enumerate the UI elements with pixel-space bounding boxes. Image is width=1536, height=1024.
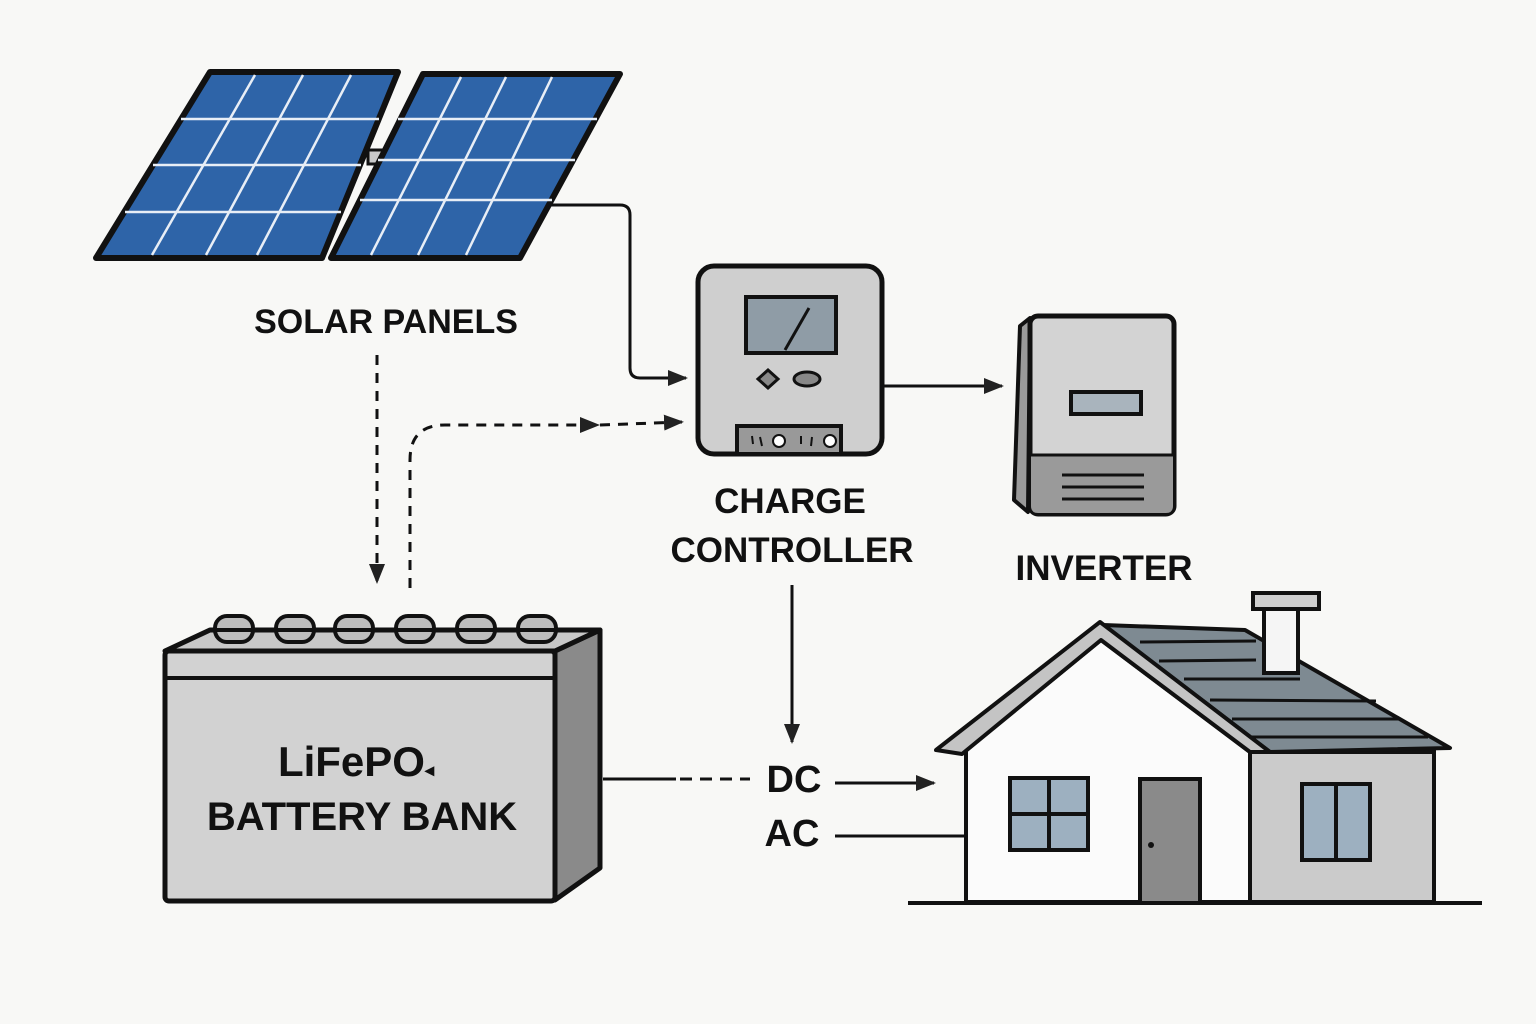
meter-screen <box>744 295 838 355</box>
door-knob <box>1148 842 1154 848</box>
battery-label-chemistry: LiFePO◂ <box>278 738 435 785</box>
gable-trim <box>934 620 1272 756</box>
dashed-battery-to-controller <box>408 417 600 588</box>
solar-panels-label: SOLAR PANELS <box>254 303 518 341</box>
chimney <box>1262 605 1300 675</box>
roof-shingles <box>1139 639 1428 739</box>
house <box>908 591 1482 905</box>
charge-controller <box>695 263 885 457</box>
solar-panel-right <box>328 71 623 261</box>
dashed-battery-to-controller-tail <box>599 414 684 431</box>
solar-panels <box>93 69 623 261</box>
chimney-cap <box>1251 591 1321 611</box>
house-window-right <box>1300 782 1372 862</box>
battery-bank <box>162 614 603 904</box>
house-door <box>1138 777 1202 905</box>
inverter-display <box>1069 390 1143 416</box>
wire-solar-to-controller <box>548 203 688 386</box>
inverter-label: INVERTER <box>1016 549 1193 588</box>
house-window-left <box>1008 776 1090 852</box>
panel-grid <box>125 74 379 256</box>
charge-controller-label-line2: CONTROLLER <box>670 531 913 570</box>
charge-controller-label-line1: CHARGE <box>714 482 866 521</box>
inverter-vents <box>1062 473 1144 501</box>
ac-label: AC <box>765 813 820 855</box>
solar-panel-left <box>93 69 401 261</box>
meter-needle <box>783 307 811 351</box>
panel-grid <box>360 76 597 256</box>
battery-label-bank: BATTERY BANK <box>207 795 517 839</box>
controller-button-right <box>792 370 822 388</box>
inverter <box>1012 313 1177 517</box>
controller-button-left <box>755 367 781 391</box>
dc-label: DC <box>767 759 822 801</box>
terminals <box>772 434 837 448</box>
